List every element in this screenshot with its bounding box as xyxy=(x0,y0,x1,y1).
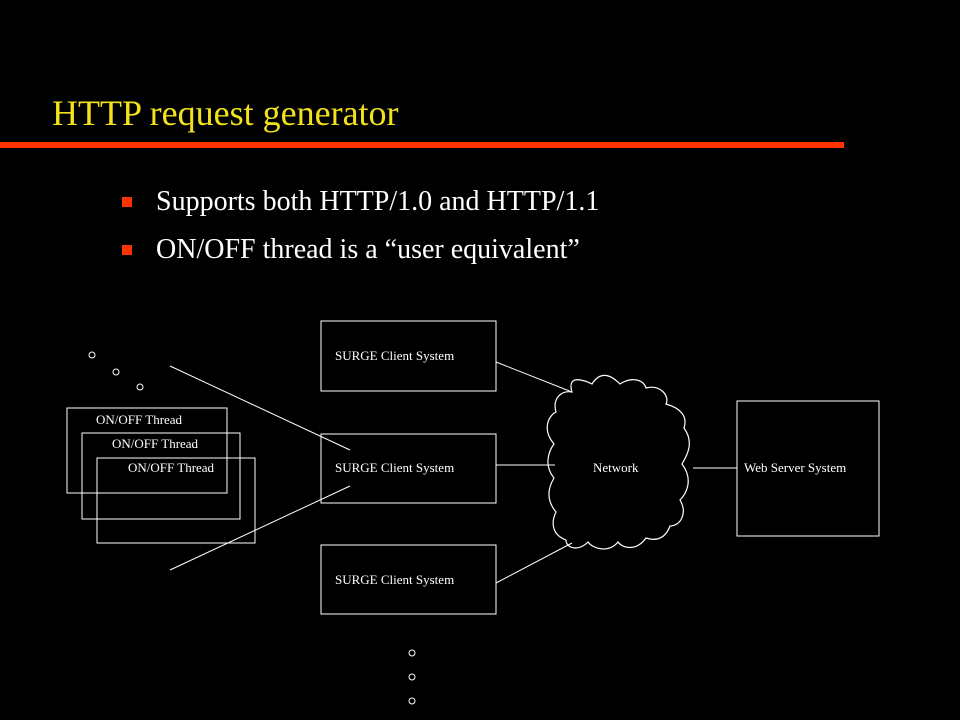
thread-label-3: ON/OFF Thread xyxy=(128,460,215,475)
bullet-text: ON/OFF thread is a “user equivalent” xyxy=(156,234,580,265)
thread-box-1 xyxy=(66,407,228,494)
thread-fan-line-upper xyxy=(169,365,351,451)
title-underline xyxy=(0,142,844,148)
thread-box-3 xyxy=(96,457,256,544)
client-box-3 xyxy=(320,544,497,615)
network-label: Network xyxy=(593,460,639,475)
ellipsis-dot xyxy=(88,351,96,359)
thread-label-2: ON/OFF Thread xyxy=(112,436,199,451)
client-label-2: SURGE Client System xyxy=(335,460,454,475)
ellipsis-dot xyxy=(112,368,120,376)
thread-fan-line-lower xyxy=(169,485,351,571)
thread-ellipsis-dots xyxy=(88,351,144,391)
client-label-1: SURGE Client System xyxy=(335,348,454,363)
ellipsis-dot xyxy=(408,697,416,705)
ellipsis-dot xyxy=(136,383,144,391)
client-box-1 xyxy=(320,320,497,392)
ellipsis-dot xyxy=(408,673,416,681)
thread-box-2 xyxy=(81,432,241,520)
ellipsis-dot xyxy=(408,649,416,657)
square-bullet-icon xyxy=(122,245,132,255)
client-box-2 xyxy=(320,433,497,504)
network-cloud xyxy=(546,374,690,550)
square-bullet-icon xyxy=(122,197,132,207)
bullet-text: Supports both HTTP/1.0 and HTTP/1.1 xyxy=(156,186,600,217)
client-label-3: SURGE Client System xyxy=(335,572,454,587)
client-boxes xyxy=(320,320,497,615)
client-ellipsis-dots xyxy=(408,649,416,705)
thread-stack xyxy=(66,407,256,544)
client-network-link-1 xyxy=(495,361,573,393)
slide-title: HTTP request generator xyxy=(52,93,399,133)
thread-label-1: ON/OFF Thread xyxy=(96,412,183,427)
client-network-link-3 xyxy=(495,542,573,584)
web-server-box xyxy=(736,400,880,537)
web-server-label: Web Server System xyxy=(744,460,846,475)
